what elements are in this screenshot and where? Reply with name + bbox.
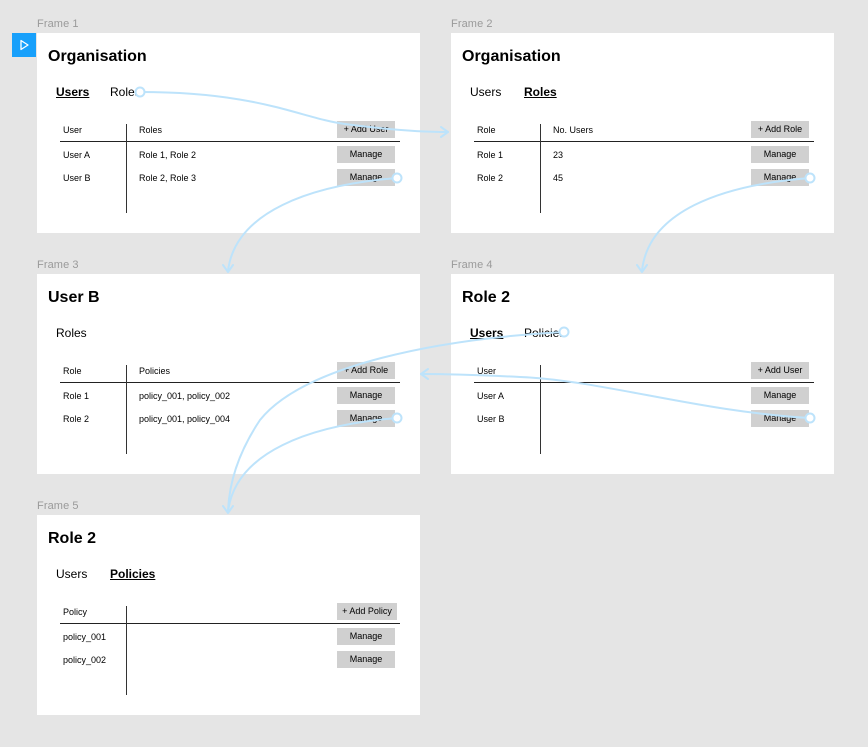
table-row-name: User A: [477, 391, 505, 401]
table-header-divider: [60, 623, 400, 624]
manage-button[interactable]: Manage: [337, 628, 395, 645]
column-header-no-users: No. Users: [553, 125, 594, 135]
column-header-policies: Policies: [139, 366, 171, 376]
column-header-role: Role: [63, 366, 82, 376]
add-role-button[interactable]: + Add Role: [751, 121, 809, 138]
arrowhead-frame-2: [440, 126, 449, 138]
column-divider: [126, 365, 127, 454]
manage-button[interactable]: Manage: [337, 169, 395, 186]
table-row-roles: Role 2, Role 3: [139, 173, 197, 183]
table-header-divider: [474, 382, 814, 383]
arrowhead-frame-4: [636, 264, 648, 273]
tab-roles[interactable]: Roles: [524, 85, 557, 99]
column-header-user: User: [477, 366, 497, 376]
add-user-button[interactable]: + Add User: [751, 362, 809, 379]
table-row-name: Role 2: [63, 414, 90, 424]
section-heading-roles: Roles: [56, 326, 87, 340]
column-header-role: Role: [477, 125, 496, 135]
frame-1: Organisation Users Roles User Roles + Ad…: [37, 33, 420, 233]
column-divider: [540, 365, 541, 454]
table-row-name: Role 1: [477, 150, 504, 160]
frame-2: Organisation Users Roles Role No. Users …: [451, 33, 834, 233]
column-header-policy: Policy: [63, 607, 88, 617]
manage-button[interactable]: Manage: [337, 651, 395, 668]
table-row-name: User B: [63, 173, 91, 183]
table-row-count: 23: [553, 150, 564, 160]
present-play-button[interactable]: [12, 33, 36, 57]
page-title: Role 2: [48, 530, 97, 547]
page-title: Organisation: [462, 48, 561, 65]
manage-button[interactable]: Manage: [751, 146, 809, 163]
frame-label[interactable]: Frame 5: [37, 500, 79, 512]
arrowhead-frame-3-right: [420, 368, 429, 380]
manage-button[interactable]: Manage: [337, 410, 395, 427]
frame-5: Role 2 Users Policies Policy + Add Polic…: [37, 515, 420, 715]
table-row-name: Role 2: [477, 173, 504, 183]
tab-users[interactable]: Users: [56, 85, 90, 99]
frame-label[interactable]: Frame 3: [37, 259, 79, 271]
frame-label[interactable]: Frame 4: [451, 259, 493, 271]
frame-3: User B Roles Role Policies + Add Role Ro…: [37, 274, 420, 474]
manage-button[interactable]: Manage: [751, 387, 809, 404]
add-user-button[interactable]: + Add User: [337, 121, 395, 138]
page-title: User B: [48, 289, 100, 306]
tab-users[interactable]: Users: [56, 567, 88, 581]
play-icon: [20, 39, 29, 51]
column-header-user: User: [63, 125, 83, 135]
table-header-divider: [60, 141, 400, 142]
page-title: Organisation: [48, 48, 147, 65]
frame-label[interactable]: Frame 2: [451, 18, 493, 30]
frame-4: Role 2 Users Policies User + Add User Us…: [451, 274, 834, 474]
arrowhead-frame-3: [222, 264, 234, 273]
table-row-name: policy_001: [63, 632, 107, 642]
tab-policies[interactable]: Policies: [110, 567, 156, 581]
table-header-divider: [474, 141, 814, 142]
page-title: Role 2: [462, 289, 511, 306]
tab-users[interactable]: Users: [470, 85, 502, 99]
arrowhead-frame-5: [222, 505, 234, 514]
manage-button[interactable]: Manage: [337, 387, 395, 404]
table-header-divider: [60, 382, 400, 383]
table-row-name: User B: [477, 414, 505, 424]
add-policy-button[interactable]: + Add Policy: [337, 603, 397, 620]
column-header-roles: Roles: [139, 125, 163, 135]
table-row-count: 45: [553, 173, 564, 183]
table-row-roles: Role 1, Role 2: [139, 150, 197, 160]
tab-roles[interactable]: Roles: [110, 85, 141, 99]
column-divider: [126, 124, 127, 213]
frame-label[interactable]: Frame 1: [37, 18, 79, 30]
manage-button[interactable]: Manage: [337, 146, 395, 163]
tab-policies[interactable]: Policies: [524, 326, 566, 340]
table-row-name: Role 1: [63, 391, 90, 401]
tab-users[interactable]: Users: [470, 326, 504, 340]
manage-button[interactable]: Manage: [751, 410, 809, 427]
manage-button[interactable]: Manage: [751, 169, 809, 186]
table-row-name: policy_002: [63, 655, 107, 665]
table-row-name: User A: [63, 150, 91, 160]
column-divider: [540, 124, 541, 213]
table-row-policies: policy_001, policy_002: [139, 391, 231, 401]
column-divider: [126, 606, 127, 695]
table-row-policies: policy_001, policy_004: [139, 414, 231, 424]
add-role-button[interactable]: + Add Role: [337, 362, 395, 379]
